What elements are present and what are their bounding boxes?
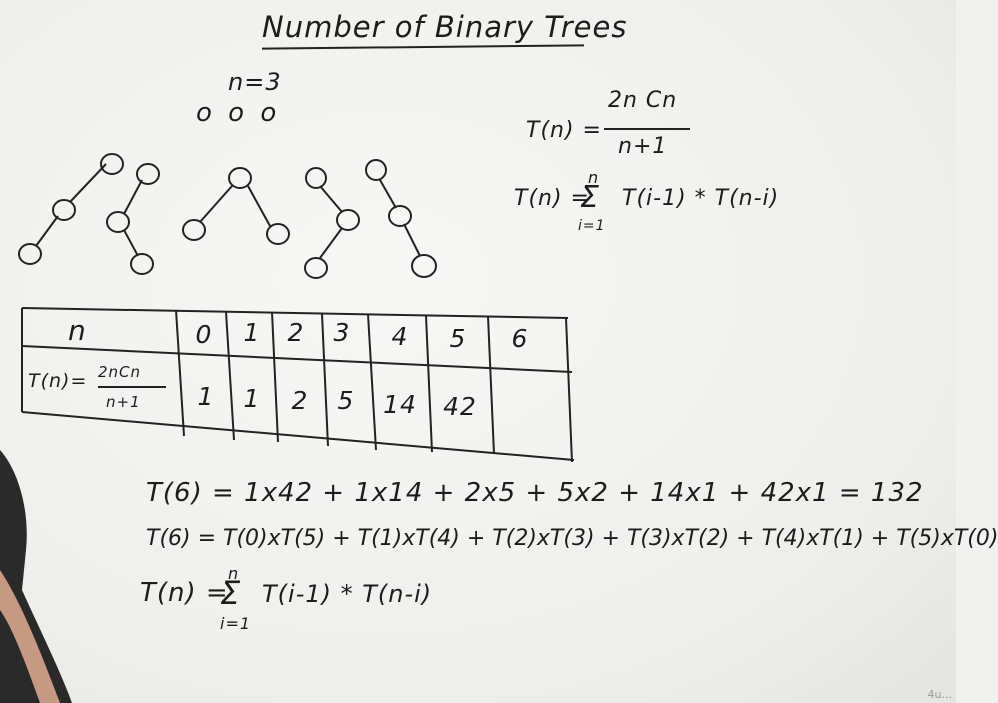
expansion-symbolic: T(6) = T(0)xT(5) + T(1)xT(4) + T(2)xT(3)… xyxy=(146,526,998,551)
presenter-silhouette xyxy=(0,450,72,703)
table-row-label-t-lhs: T(n)= xyxy=(28,370,88,392)
recurrence-sum-upper: n xyxy=(588,168,600,187)
table-row-label-t-denominator: n+1 xyxy=(106,393,141,411)
expansion-numeric: T(6) = 1x42 + 1x14 + 2x5 + 5x2 + 14x1 + … xyxy=(146,478,924,508)
general-formula-sum-lower: i=1 xyxy=(220,614,252,633)
table-t-cell: 1 xyxy=(197,382,215,411)
recurrence-term: T(i-1) * T(n-i) xyxy=(622,186,780,211)
table-n-cell: 6 xyxy=(511,324,529,353)
tree-balanced xyxy=(182,167,290,245)
catalan-table-grid xyxy=(21,307,575,463)
table-n-cell: 1 xyxy=(243,318,261,347)
table-row-label-t-fraction-bar xyxy=(98,386,166,388)
recurrence-formula-lhs: T(n) = xyxy=(514,186,590,211)
catalan-formula-lhs: T(n) = xyxy=(526,118,602,143)
n-example-label: n=3 xyxy=(228,68,282,96)
recurrence-sum-lower: i=1 xyxy=(578,218,606,234)
title-underline xyxy=(261,44,585,50)
table-n-cell: 4 xyxy=(391,322,409,351)
tree-left-left xyxy=(18,153,124,265)
watermark: 4u... xyxy=(927,688,952,701)
table-t-cell: 1 xyxy=(243,384,261,413)
tree-left-right xyxy=(106,163,160,275)
table-n-cell: 2 xyxy=(287,318,305,347)
table-row-label-n: n xyxy=(68,314,87,347)
catalan-formula-numerator: 2n Cn xyxy=(608,88,678,113)
recurrence-sum-sign: Σ xyxy=(580,180,600,215)
table-t-cell: 2 xyxy=(291,386,309,415)
table-n-cell: 0 xyxy=(195,320,213,349)
page-title: Number of Binary Trees xyxy=(262,10,628,44)
general-formula-sum-sign: Σ xyxy=(220,574,242,612)
tree-right-right xyxy=(365,159,437,278)
general-formula-lhs: T(n) = xyxy=(140,578,229,608)
table-t-cell: 14 xyxy=(383,390,417,419)
table-n-cell: 5 xyxy=(449,324,467,353)
general-formula-term: T(i-1) * T(n-i) xyxy=(262,580,433,608)
three-nodes-label: o o o xyxy=(196,98,281,128)
tree-right-left xyxy=(304,167,360,279)
table-n-cell: 3 xyxy=(333,318,351,347)
catalan-formula-denominator: n+1 xyxy=(618,134,668,159)
table-t-cell: 5 xyxy=(337,386,355,415)
catalan-formula-fraction-bar xyxy=(604,128,690,130)
general-formula-sum-upper: n xyxy=(228,564,240,583)
binary-trees-illustration xyxy=(18,153,437,279)
table-row-label-t-numerator: 2nCn xyxy=(98,363,142,381)
table-t-cell: 42 xyxy=(443,392,477,421)
